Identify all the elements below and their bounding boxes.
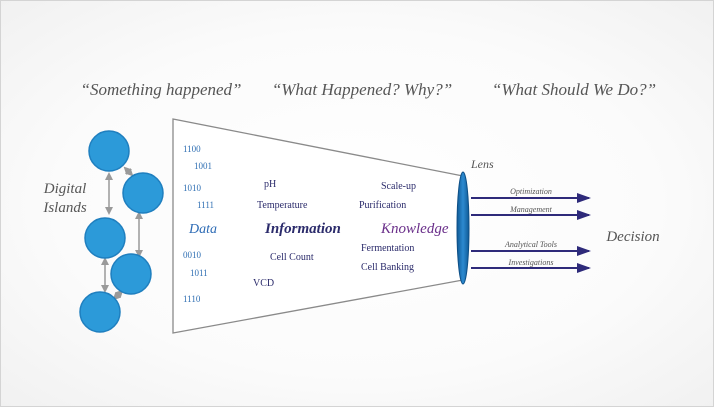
information-terms: pH Temperature Cell Count VCD bbox=[253, 179, 314, 289]
stage-information-label: Information bbox=[264, 221, 341, 237]
knowledge-term: Scale-up bbox=[381, 181, 416, 192]
binary-code: 1100 bbox=[183, 144, 201, 154]
island-circle bbox=[84, 217, 126, 259]
knowledge-terms: Scale-up Purification Fermentation Cell … bbox=[359, 181, 416, 273]
island-circle bbox=[110, 253, 152, 295]
island-link bbox=[112, 289, 124, 301]
information-term: pH bbox=[264, 179, 276, 190]
island-circle bbox=[122, 172, 164, 214]
output-arrows: Optimization Management Analytical Tools… bbox=[471, 187, 591, 273]
binary-code: 1010 bbox=[183, 183, 202, 193]
decision-label: Decision bbox=[605, 229, 659, 245]
arrow-label-management: Management bbox=[509, 205, 553, 214]
arrow-label-investigations: Investigations bbox=[508, 258, 554, 267]
island-circle bbox=[79, 291, 121, 333]
island-link bbox=[123, 166, 134, 177]
binary-code: 1110 bbox=[183, 294, 201, 304]
stage-knowledge-label: Knowledge bbox=[380, 221, 449, 237]
binary-code: 1111 bbox=[197, 200, 214, 210]
arrow-label-analytical-tools: Analytical Tools bbox=[504, 240, 557, 249]
information-term: VCD bbox=[253, 278, 274, 289]
digital-islands: Digital Islands bbox=[42, 130, 164, 333]
heading-something-happened: “Something happened” bbox=[80, 80, 241, 99]
islands-label-line1: Digital bbox=[43, 181, 87, 197]
stage-data-label: Data bbox=[188, 222, 217, 237]
knowledge-term: Fermentation bbox=[361, 243, 414, 254]
binary-codes: 1100 1001 1010 1111 0010 1011 1110 bbox=[183, 144, 214, 304]
knowledge-term: Cell Banking bbox=[361, 262, 414, 273]
arrow-label-optimization: Optimization bbox=[510, 187, 552, 196]
information-term: Temperature bbox=[257, 200, 308, 211]
binary-code: 0010 bbox=[183, 250, 202, 260]
knowledge-term: Purification bbox=[359, 200, 406, 211]
lens-shape bbox=[456, 171, 470, 285]
information-term: Cell Count bbox=[270, 252, 314, 263]
heading-what-happened-why: “What Happened? Why?” bbox=[272, 80, 452, 99]
heading-what-should-we-do: “What Should We Do?” bbox=[492, 80, 656, 99]
binary-code: 1011 bbox=[190, 268, 208, 278]
binary-code: 1001 bbox=[194, 161, 212, 171]
islands-label-line2: Islands bbox=[42, 200, 87, 216]
lens-label: Lens bbox=[470, 157, 494, 171]
island-circle bbox=[88, 130, 130, 172]
